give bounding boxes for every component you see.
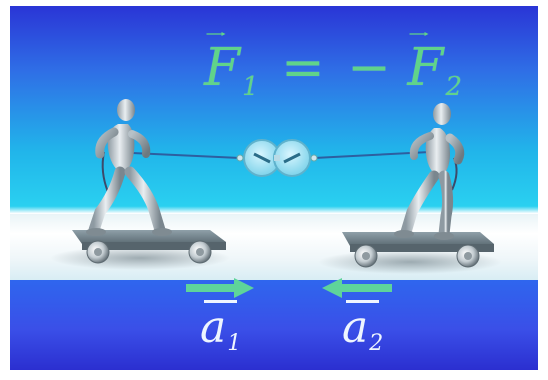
- acceleration-2-subscript: 2: [369, 331, 384, 356]
- vector-arrow-icon: [409, 32, 429, 36]
- tug-of-war-illustration: [50, 99, 502, 298]
- force-1-symbol: F1: [204, 32, 259, 102]
- cart-right: [342, 232, 494, 268]
- force-2-symbol: F2: [407, 32, 463, 102]
- lower-blue-band: [10, 280, 538, 370]
- acceleration-2-label: a2: [342, 300, 384, 356]
- mean-bar: [204, 300, 238, 303]
- acceleration-1-letter: a: [200, 302, 227, 353]
- acceleration-1-label: a1: [200, 300, 242, 356]
- spring-scale-right: [273, 139, 318, 177]
- vector-arrow-icon: [206, 32, 226, 36]
- minus-sign: −: [347, 38, 391, 98]
- figure-left: [86, 99, 172, 236]
- force-1-subscript: 1: [242, 72, 259, 102]
- figure-right: [394, 103, 465, 240]
- physics-scene: F1 = − F2: [10, 6, 538, 370]
- newton-third-law-equation: F1 = − F2: [204, 32, 463, 102]
- acceleration-2-letter: a: [342, 302, 369, 353]
- acceleration-arrow-left-icon: [322, 278, 392, 298]
- equals-sign: =: [281, 38, 325, 98]
- force-2-letter: F: [407, 38, 444, 98]
- cart-left: [72, 230, 226, 264]
- force-1-letter: F: [204, 38, 241, 98]
- force-2-subscript: 2: [445, 72, 463, 102]
- acceleration-arrow-right-icon: [186, 278, 254, 298]
- spring-scale-left: [236, 139, 281, 177]
- mean-bar: [346, 300, 380, 303]
- acceleration-1-subscript: 1: [227, 331, 242, 356]
